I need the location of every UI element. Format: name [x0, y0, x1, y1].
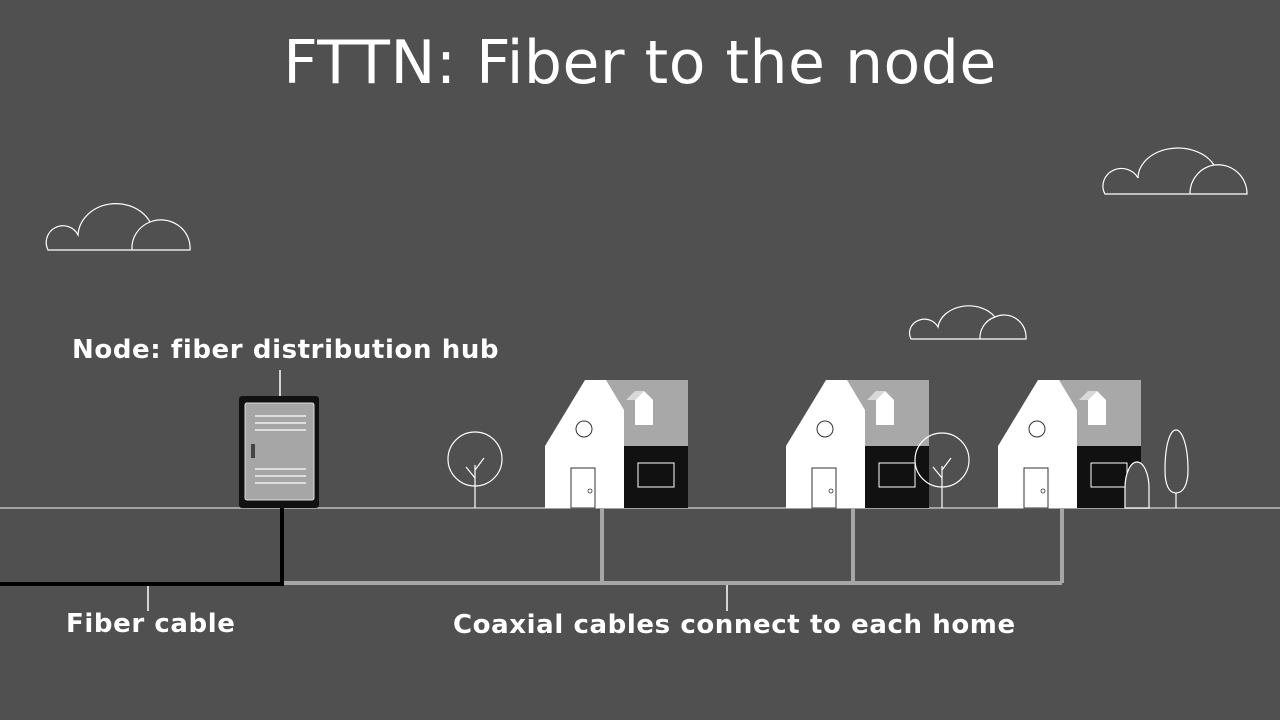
- house-icon: [786, 380, 929, 509]
- diagram-title: FTTN: Fiber to the node: [283, 28, 997, 98]
- bush-icon: [1124, 461, 1150, 509]
- fiber-cable-label: Fiber cable: [66, 609, 236, 639]
- tree-icon: [914, 432, 970, 508]
- fiber-cable: [0, 508, 284, 586]
- node-cabinet: [239, 396, 319, 508]
- house-icon: [545, 380, 688, 509]
- coaxial-cables: [284, 508, 1064, 585]
- tree-icon: [1164, 429, 1189, 508]
- cloud-icon: [45, 203, 191, 251]
- node-label: Node: fiber distribution hub: [72, 335, 500, 365]
- cloud-icon: [1102, 147, 1248, 195]
- cloud-icon: [908, 305, 1027, 340]
- coaxial-cables-label: Coaxial cables connect to each home: [453, 610, 1016, 640]
- house-icon: [998, 380, 1141, 509]
- tree-icon: [447, 431, 503, 508]
